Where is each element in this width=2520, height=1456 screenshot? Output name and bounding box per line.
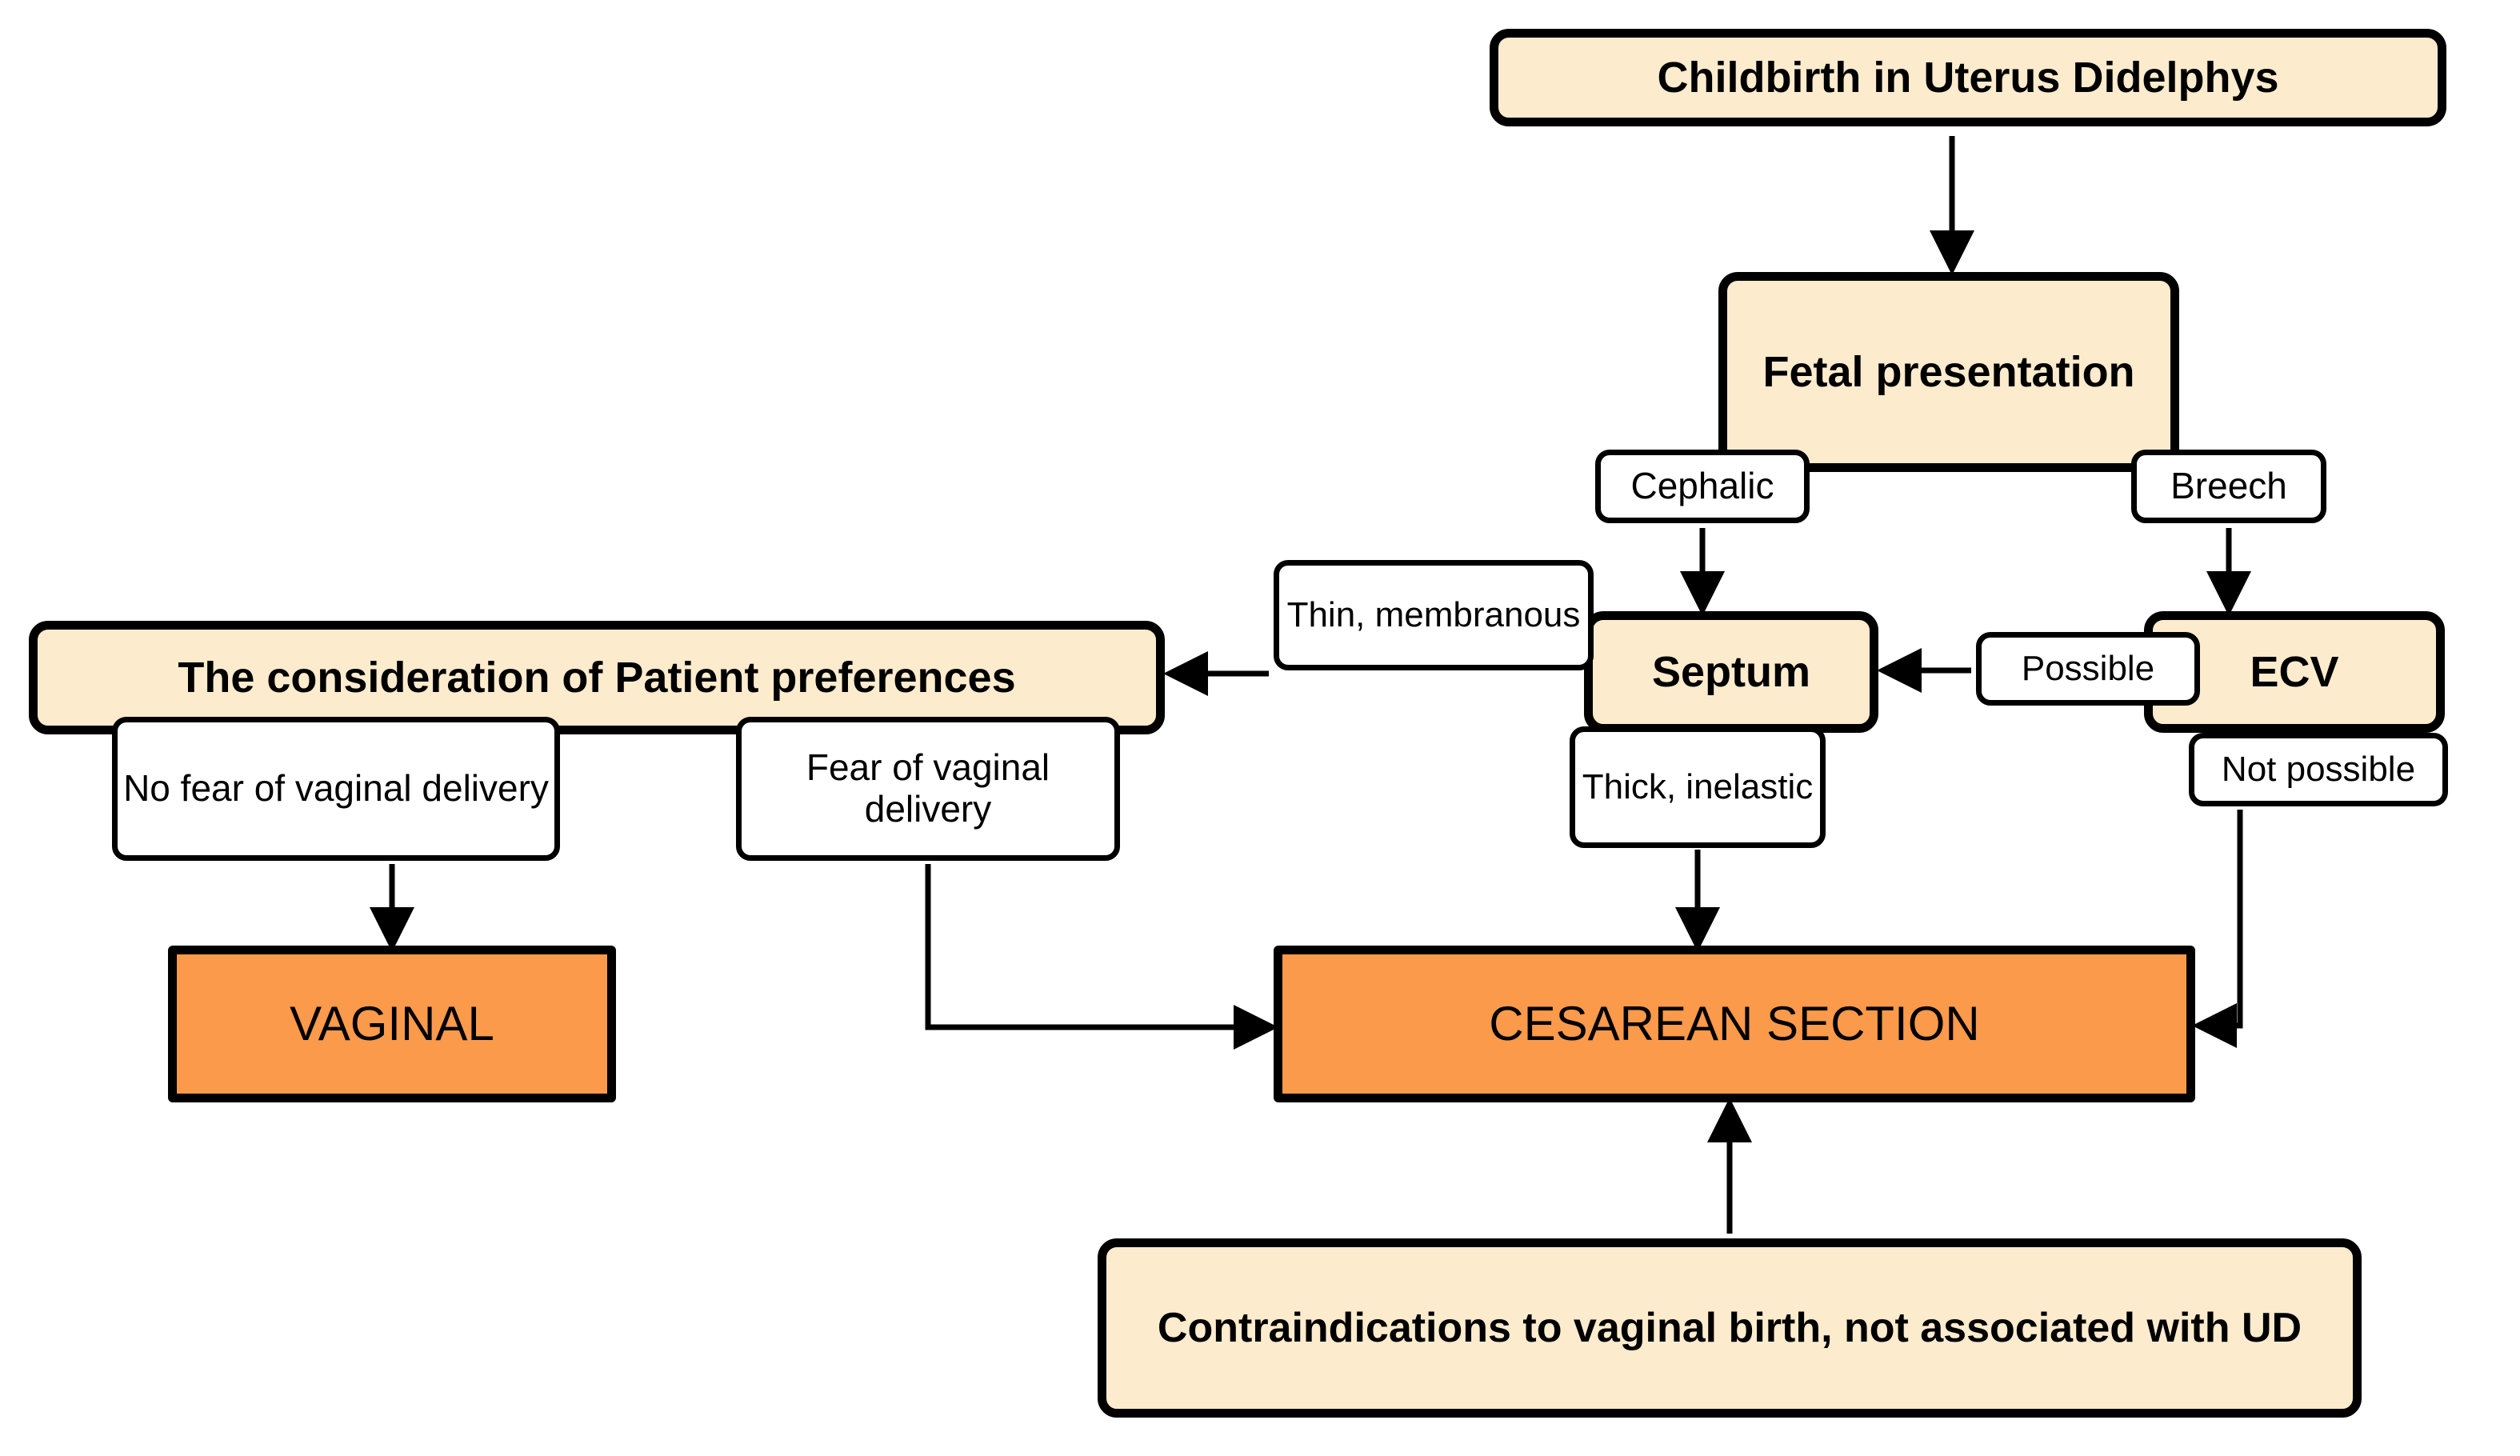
- edge-label-thin-membranous: Thin, membranous: [1274, 560, 1594, 670]
- node-cesarean-section[interactable]: CESAREAN SECTION: [1274, 946, 2195, 1102]
- node-vaginal[interactable]: VAGINAL: [168, 946, 616, 1102]
- edge-fear-to-cesarean: [925, 864, 1278, 1050]
- edge-label-thick-inelastic: Thick, inelastic: [1570, 726, 1826, 848]
- edge-notpossible-to-cesarean: [2192, 810, 2243, 1048]
- node-contraindications[interactable]: Contraindications to vaginal birth, not …: [1098, 1238, 2362, 1418]
- edge-label-no-fear-of-vaginal-delivery: No fear of vaginal delivery: [112, 717, 560, 861]
- edge-label-possible: Possible: [1976, 632, 2200, 706]
- node-patient-preferences[interactable]: The consideration of Patient preferences: [29, 621, 1165, 734]
- edge-label-breech: Breech: [2131, 450, 2326, 523]
- edge-label-cephalic: Cephalic: [1595, 450, 1810, 523]
- edge-label-not-possible: Not possible: [2189, 733, 2448, 806]
- node-childbirth-in-uterus-didelphys[interactable]: Childbirth in Uterus Didelphys: [1490, 29, 2446, 126]
- node-septum[interactable]: Septum: [1584, 611, 1878, 733]
- node-fetal-presentation[interactable]: Fetal presentation: [1718, 272, 2179, 472]
- node-ecv[interactable]: ECV: [2144, 611, 2445, 733]
- edge-label-fear-of-vaginal-delivery: Fear of vaginal delivery: [736, 717, 1120, 861]
